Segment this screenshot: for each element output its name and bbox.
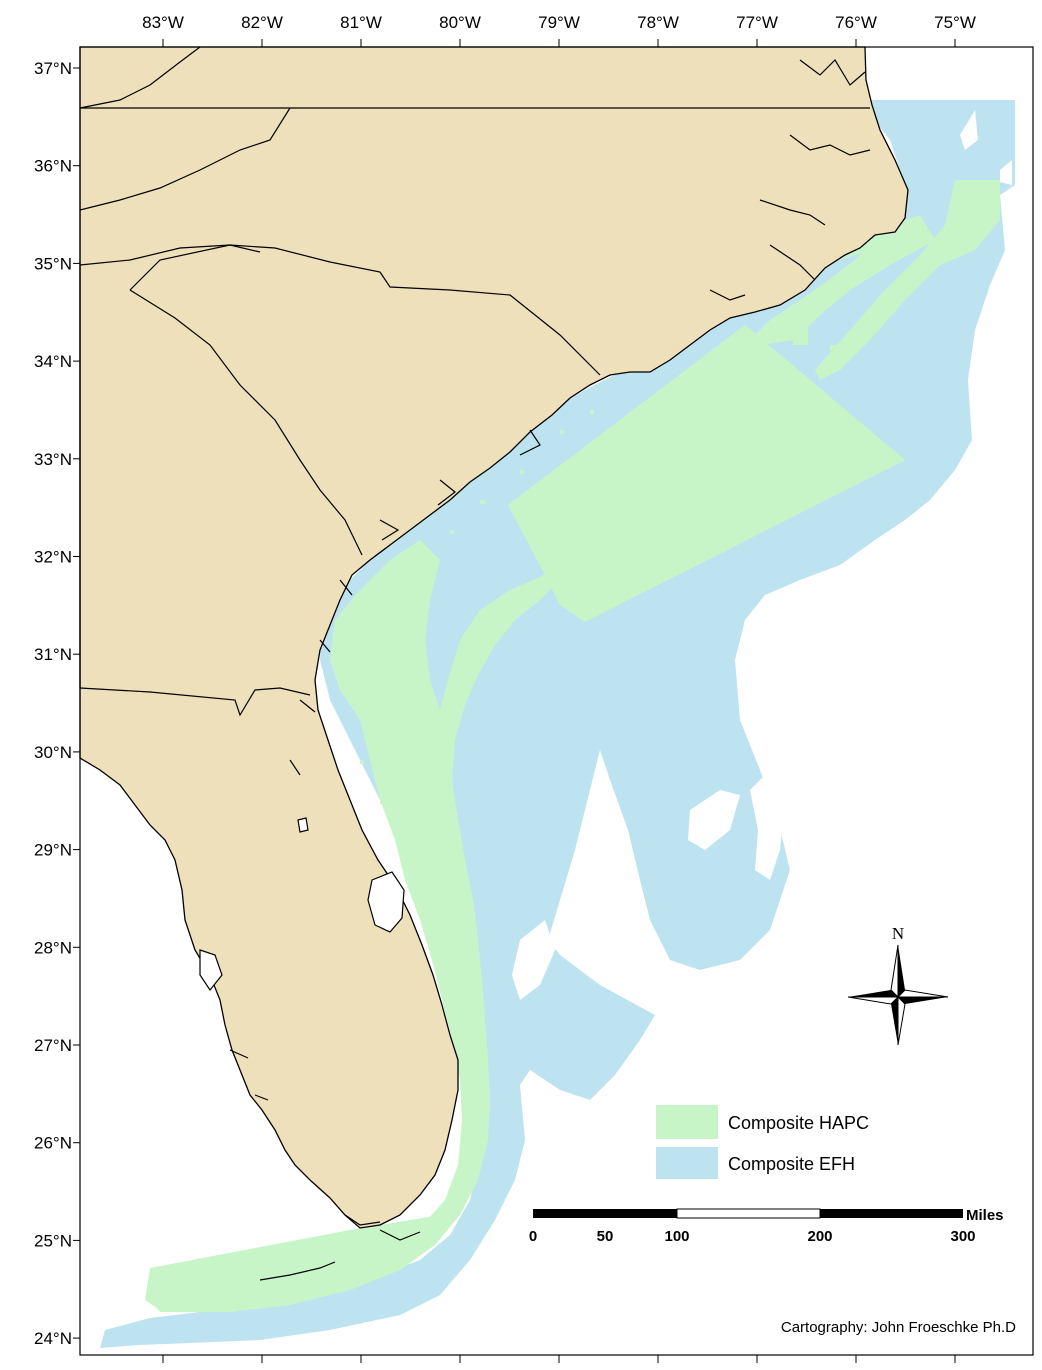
- latitude-label: 25°N: [34, 1231, 72, 1250]
- cartography-credit: Cartography: John Froeschke Ph.D: [781, 1319, 1016, 1336]
- legend-swatch-hapc: [656, 1105, 718, 1139]
- map-frame-border: [79, 46, 1034, 1356]
- latitude-label: 34°N: [34, 352, 72, 371]
- latitude-axis: 37°N 36°N 35°N 34°N 33°N 32°N 31°N 30°N 29°N 28°N…: [34, 59, 80, 1348]
- latitude-label: 27°N: [34, 1036, 72, 1055]
- scale-label-200: 200: [807, 1228, 832, 1245]
- scale-label-100: 100: [664, 1228, 689, 1245]
- land-mainland: [79, 46, 909, 1229]
- hapc-shelf-edge-south: [150, 540, 560, 1312]
- hapc-outer-shelf-strip: [815, 180, 1000, 380]
- longitude-label: 83°W: [142, 13, 184, 32]
- lakes: [199, 817, 405, 992]
- border-nc-sc: [129, 244, 601, 376]
- longitude-label: 78°W: [637, 13, 679, 32]
- longitude-label: 80°W: [439, 13, 481, 32]
- legend-label-efh: Composite EFH: [728, 1154, 855, 1174]
- border-ky-va: [79, 46, 201, 109]
- longitude-label: 79°W: [538, 13, 580, 32]
- scale-label-0: 0: [529, 1228, 537, 1245]
- border-fl-ga: [79, 687, 311, 717]
- tampa-bay: [199, 949, 223, 992]
- land: [79, 46, 909, 1229]
- border-ga-tn: [79, 244, 261, 266]
- border-tn-nc: [79, 107, 291, 211]
- longitude-axis: 83°W 82°W 81°W 80°W 79°W 78°W 77°W 76°W 75°W: [142, 13, 976, 1363]
- latitude-label: 26°N: [34, 1134, 72, 1153]
- efh-gaps: [512, 110, 1012, 1000]
- scale-label-300: 300: [950, 1228, 975, 1245]
- latitude-label: 24°N: [34, 1329, 72, 1348]
- latitude-label: 37°N: [34, 59, 72, 78]
- hapc-patch-a: [793, 318, 808, 345]
- longitude-label: 81°W: [340, 13, 382, 32]
- latitude-label: 30°N: [34, 743, 72, 762]
- longitude-label: 76°W: [835, 13, 877, 32]
- longitude-label: 82°W: [241, 13, 283, 32]
- latitude-label: 32°N: [34, 548, 72, 567]
- compass-north-label: N: [892, 924, 904, 943]
- latitude-label: 35°N: [34, 254, 72, 273]
- lake-small: [297, 817, 309, 833]
- longitude-label: 77°W: [736, 13, 778, 32]
- latitude-label: 36°N: [34, 157, 72, 176]
- compass-rose: N: [847, 924, 949, 1046]
- coastline-detail: [229, 59, 871, 1281]
- scale-bar: Miles 0 50 100 200 300: [529, 1207, 1004, 1245]
- scale-label-50: 50: [597, 1228, 614, 1245]
- hapc-scatter: [350, 345, 836, 825]
- hapc-keys: [145, 1215, 440, 1310]
- latitude-label: 33°N: [34, 450, 72, 469]
- longitude-label: 75°W: [934, 13, 976, 32]
- lake-okeechobee: [367, 871, 405, 933]
- border-ga-sc: [129, 289, 363, 556]
- legend: Composite HAPC Composite EFH: [656, 1105, 869, 1179]
- scale-unit: Miles: [966, 1207, 1004, 1224]
- hapc-charleston-bump: [508, 325, 905, 622]
- latitude-label: 31°N: [34, 645, 72, 664]
- legend-swatch-efh: [656, 1147, 718, 1179]
- latitude-label: 28°N: [34, 938, 72, 957]
- hapc-carolina-shelf-edge: [740, 215, 935, 350]
- legend-label-hapc: Composite HAPC: [728, 1113, 869, 1133]
- latitude-label: 29°N: [34, 841, 72, 860]
